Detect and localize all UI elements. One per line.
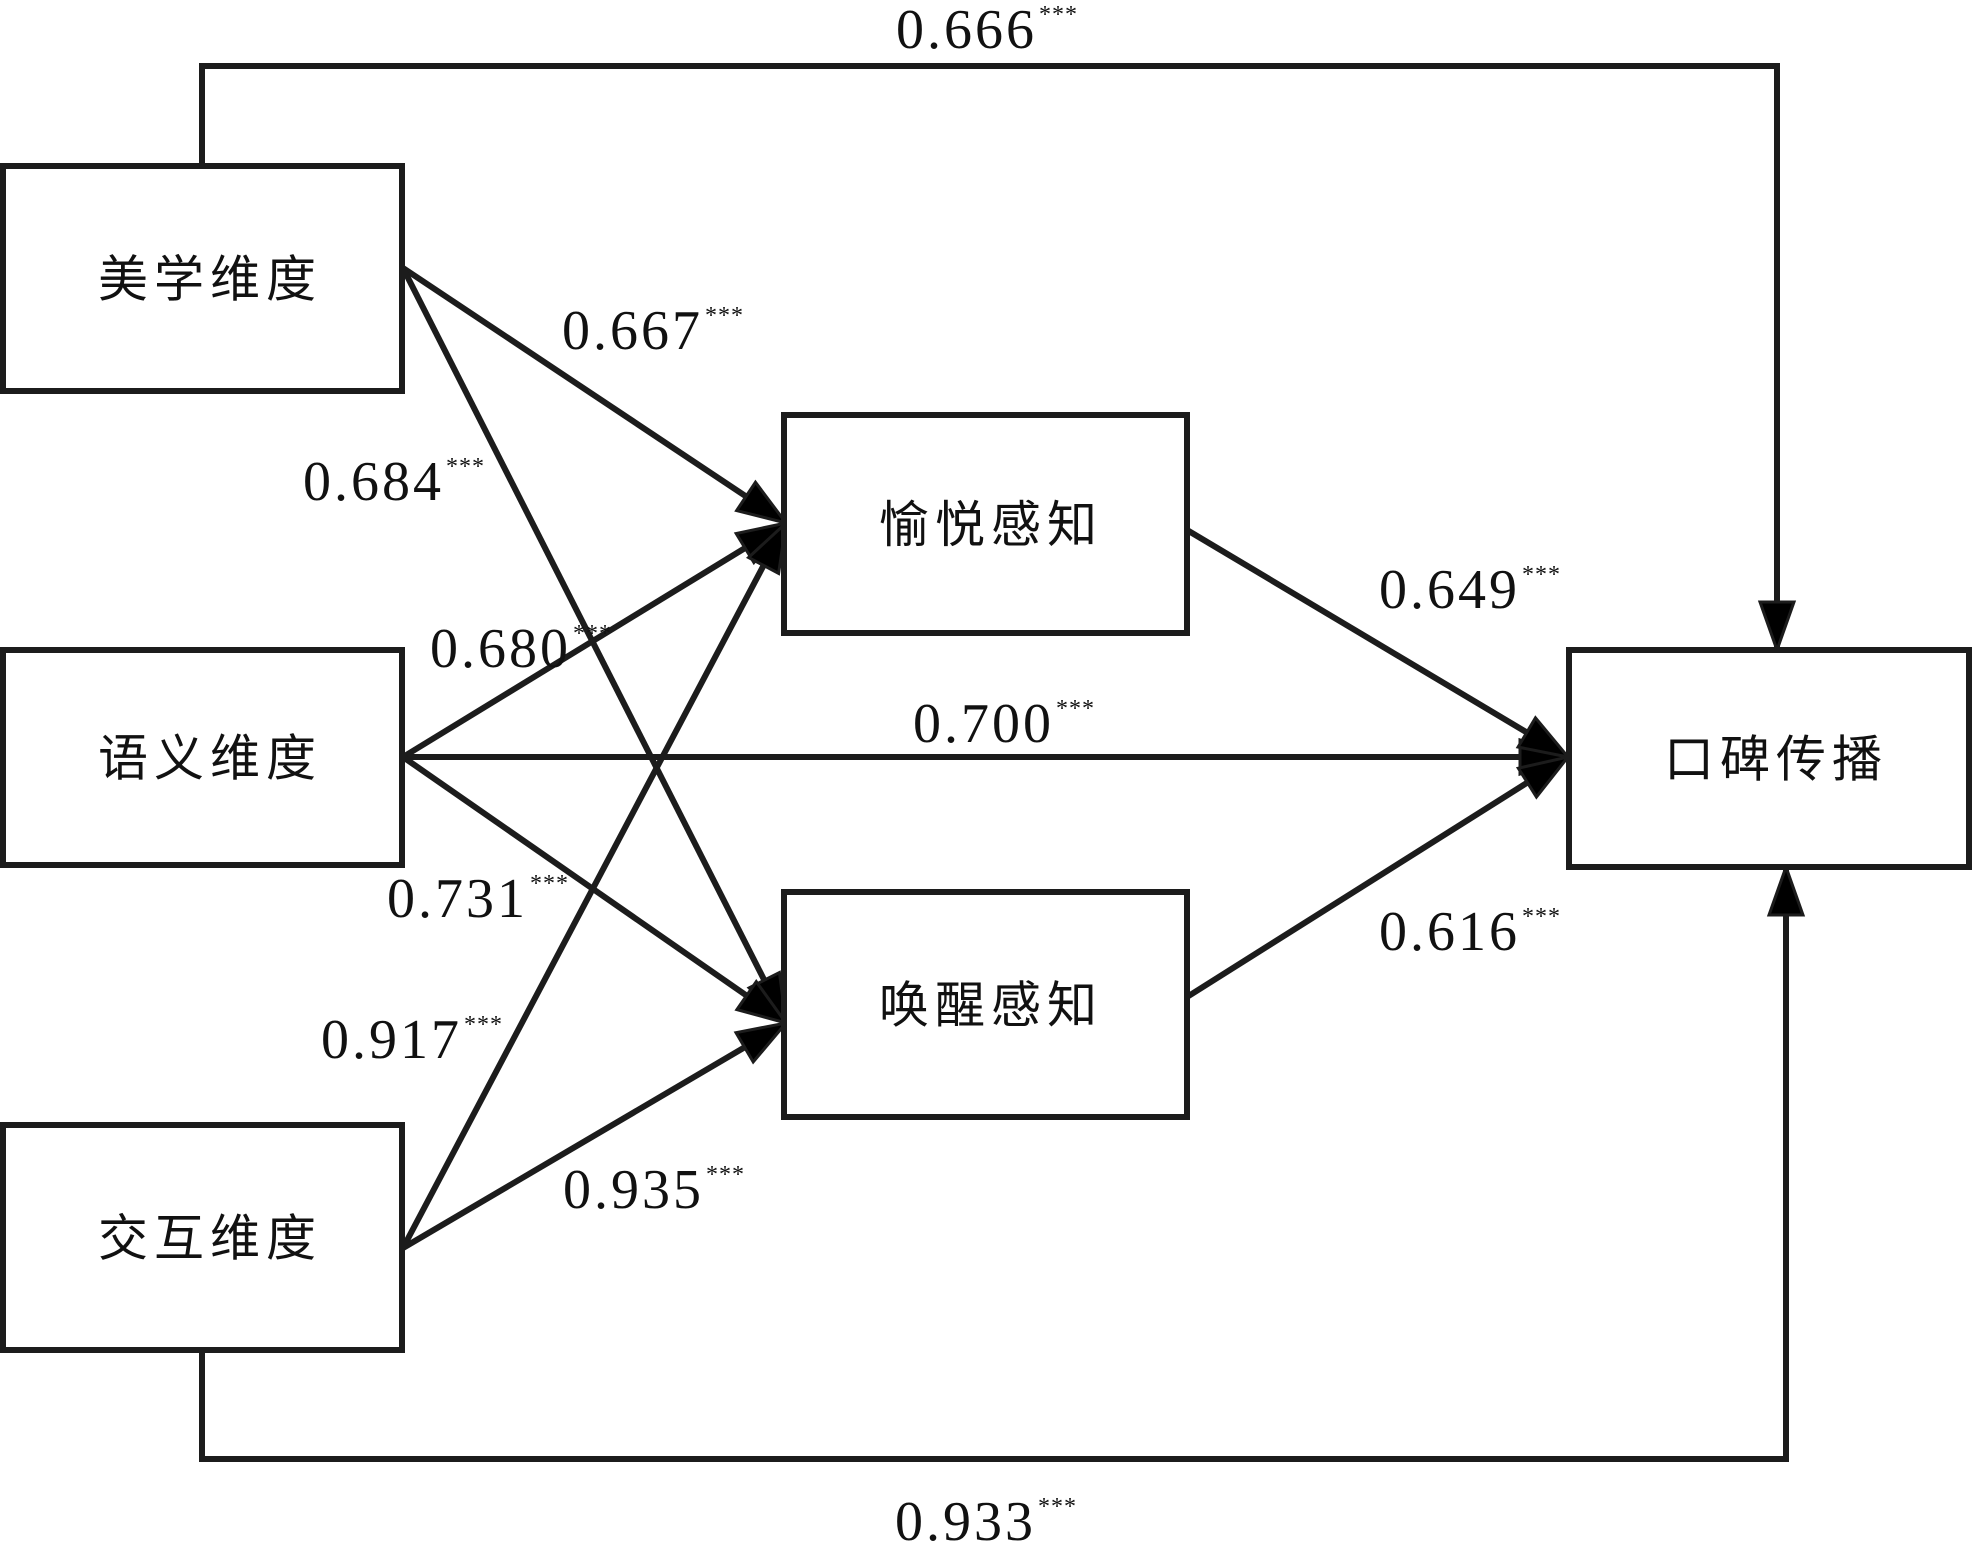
coefficient-value: 0.731	[387, 868, 528, 930]
node-box	[0, 1122, 405, 1353]
coefficient-value: 0.666	[896, 0, 1037, 61]
coefficient-value: 0.680	[430, 618, 571, 680]
coefficient-label-interactive-wom: 0.933***	[895, 1491, 1077, 1543]
labels-layer: 0.666***0.667***0.684***0.680***0.700***…	[303, 0, 1561, 1543]
path-arousal-wom	[1185, 754, 1572, 1000]
coefficient-value: 0.649	[1379, 559, 1520, 621]
edge-line	[199, 63, 1780, 650]
coefficient-value: 0.616	[1379, 901, 1520, 963]
significance-stars: ***	[705, 303, 744, 329]
path-pleasure-wom	[1185, 527, 1572, 760]
edge-line	[400, 521, 789, 1250]
path-aesthetic-wom	[199, 63, 1797, 655]
coefficient-value: 0.667	[562, 300, 703, 362]
significance-stars: ***	[1522, 904, 1561, 930]
arrowhead-icon	[734, 479, 790, 526]
node-semantic: 语义维度	[0, 647, 405, 868]
node-box	[781, 889, 1190, 1120]
node-label: 语义维度	[98, 730, 322, 788]
coefficient-label-semantic-wom: 0.700***	[913, 693, 1095, 755]
node-label: 唤醒感知	[879, 977, 1103, 1035]
coefficient-value: 0.700	[913, 693, 1054, 755]
node-label: 交互维度	[98, 1210, 322, 1268]
node-label: 美学维度	[98, 251, 322, 309]
node-label: 愉悦感知	[879, 496, 1103, 554]
edge-line	[401, 265, 788, 526]
coefficient-label-arousal-wom: 0.616***	[1379, 901, 1561, 963]
arrowhead-icon	[1766, 862, 1806, 917]
edge-line	[1185, 527, 1570, 760]
coefficient-value: 0.935	[563, 1159, 704, 1221]
significance-stars: ***	[1056, 696, 1095, 722]
edges-layer	[199, 63, 1806, 1462]
coefficient-value: 0.684	[303, 451, 444, 513]
node-box	[1566, 647, 1972, 870]
node-box	[781, 412, 1190, 636]
significance-stars: ***	[446, 454, 485, 480]
arrowhead-icon	[1515, 754, 1572, 800]
significance-stars: ***	[706, 1162, 745, 1188]
arrowhead-icon	[733, 1020, 790, 1065]
edge-line	[400, 266, 789, 1025]
coefficient-value: 0.933	[895, 1491, 1036, 1543]
edge-line	[199, 867, 1789, 1462]
coefficient-label-aesthetic-wom: 0.666***	[896, 0, 1078, 61]
node-aesthetic: 美学维度	[0, 163, 405, 394]
edge-line	[401, 520, 788, 760]
significance-stars: ***	[1039, 2, 1078, 28]
significance-stars: ***	[464, 1012, 503, 1038]
significance-stars: ***	[1038, 1494, 1077, 1520]
node-label: 口碑传播	[1664, 731, 1888, 789]
arrowhead-icon	[1757, 600, 1797, 655]
arrowhead-icon	[734, 979, 790, 1026]
arrowhead-icon	[1515, 715, 1572, 760]
significance-stars: ***	[573, 621, 612, 647]
coefficient-label-aesthetic-arousal: 0.684***	[303, 451, 485, 513]
coefficient-label-semantic-arousal: 0.731***	[387, 868, 569, 930]
significance-stars: ***	[530, 871, 569, 897]
coefficient-label-aesthetic-pleasure: 0.667***	[562, 300, 744, 362]
node-box	[0, 647, 405, 868]
node-arousal: 唤醒感知	[781, 889, 1190, 1120]
coefficient-label-interactive-arousal: 0.935***	[563, 1159, 745, 1221]
path-aesthetic-pleasure	[401, 265, 790, 526]
node-pleasure: 愉悦感知	[781, 412, 1190, 636]
significance-stars: ***	[1522, 562, 1561, 588]
coefficient-value: 0.917	[321, 1009, 462, 1071]
node-interactive: 交互维度	[0, 1122, 405, 1353]
edge-line	[401, 1020, 788, 1251]
path-interactive-arousal	[401, 1020, 790, 1251]
coefficient-label-pleasure-wom: 0.649***	[1379, 559, 1561, 621]
edge-line	[1185, 754, 1570, 1000]
coefficient-label-interactive-pleasure: 0.917***	[321, 1009, 503, 1071]
node-box	[0, 163, 405, 394]
path-interactive-wom	[199, 862, 1806, 1462]
coefficient-label-semantic-pleasure: 0.680***	[430, 618, 612, 680]
node-wom: 口碑传播	[1566, 647, 1972, 870]
